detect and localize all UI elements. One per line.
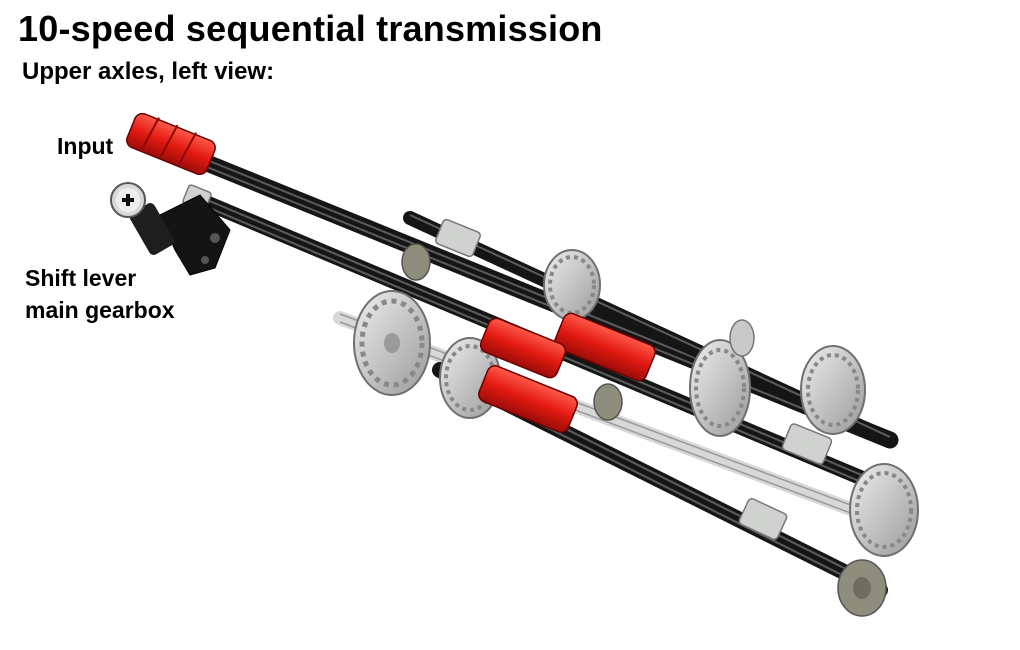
red-connector-middle bbox=[479, 317, 567, 379]
cross-axle-icon bbox=[110, 182, 146, 218]
small-gear-2 bbox=[593, 383, 623, 421]
input-label: Input bbox=[57, 133, 114, 159]
input-red-connector bbox=[126, 112, 216, 176]
shift-lever bbox=[129, 194, 231, 276]
gear-center-upper bbox=[543, 249, 601, 321]
bush-1 bbox=[435, 218, 481, 258]
gear-mid-right bbox=[689, 339, 751, 437]
small-gear-3 bbox=[837, 559, 887, 617]
gear-right-upper bbox=[800, 345, 866, 435]
shift-lever-label-line2: main gearbox bbox=[25, 297, 175, 323]
diagram-title: 10-speed sequential transmission bbox=[18, 8, 603, 49]
bush-3 bbox=[738, 498, 788, 540]
shift-lever-label: Shift lever main gearbox bbox=[25, 262, 175, 326]
red-connector-upper bbox=[554, 312, 656, 382]
gear-left-large bbox=[353, 290, 431, 396]
red-connector-lower bbox=[478, 365, 578, 433]
gear-right-lower bbox=[849, 463, 919, 557]
bush-2 bbox=[781, 423, 833, 465]
gear-top-center bbox=[729, 319, 755, 357]
shift-lever-label-line1: Shift lever bbox=[25, 265, 137, 291]
diagram-subtitle: Upper axles, left view: bbox=[22, 58, 275, 85]
small-gear-1 bbox=[401, 243, 431, 281]
